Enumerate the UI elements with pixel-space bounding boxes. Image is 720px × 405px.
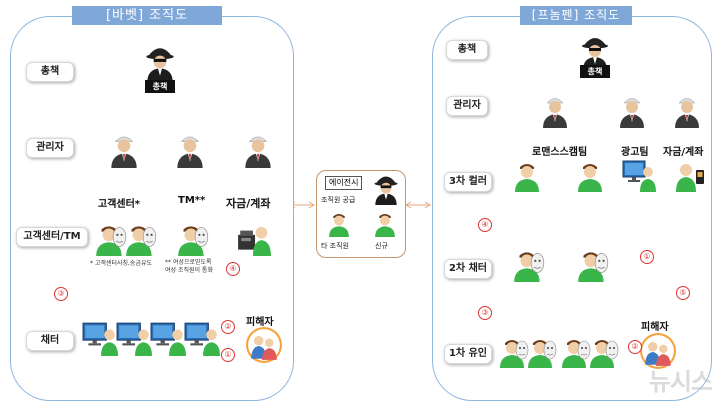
computer-user-icon bbox=[150, 322, 186, 356]
computer-user-icon bbox=[82, 322, 118, 356]
manager-icon bbox=[110, 136, 138, 168]
left-boss-label: 총책 bbox=[145, 80, 175, 93]
manager-icon bbox=[244, 136, 272, 168]
masked-person-icon bbox=[577, 251, 609, 282]
left-note-tm-line2: 여성 조직원이 통화 bbox=[165, 267, 213, 274]
right-step-3: ③ bbox=[478, 306, 492, 320]
masked-person-icon bbox=[589, 339, 619, 368]
left-step-3: ③ bbox=[54, 287, 68, 301]
person-icon bbox=[329, 213, 349, 237]
left-team-funds: 자금/계좌 bbox=[226, 197, 271, 210]
left-note-callcenter: * 고객센터사칭,송금유도 bbox=[90, 260, 153, 267]
masked-person-icon bbox=[527, 339, 557, 368]
manager-icon bbox=[176, 136, 204, 168]
right-team-funds: 자금/계좌 bbox=[663, 147, 704, 158]
right-victim-label: 피해자 bbox=[641, 322, 669, 333]
right-level-chatter2: 2차 채터 bbox=[444, 259, 492, 279]
person-icon bbox=[375, 213, 395, 237]
masked-person-icon bbox=[95, 225, 127, 256]
agency-other-text: 타 조직원 bbox=[321, 242, 349, 250]
right-step-2: ② bbox=[628, 340, 642, 354]
left-level-callcenter: 고객센터/TM bbox=[16, 227, 88, 247]
phone-person-icon bbox=[676, 164, 704, 192]
right-step-4: ④ bbox=[478, 218, 492, 232]
masked-person-icon bbox=[177, 225, 209, 256]
computer-user-icon bbox=[184, 322, 220, 356]
right-panel-title: [프놈펜] 조직도 bbox=[520, 6, 632, 25]
left-level-manager: 관리자 bbox=[26, 138, 74, 158]
left-step-2: ② bbox=[221, 320, 235, 334]
left-level-boss: 총책 bbox=[26, 62, 74, 82]
agency-new-text: 신규 bbox=[375, 242, 388, 250]
right-team-ad: 광고팀 bbox=[621, 147, 649, 158]
right-team-romance: 로맨스스캠팀 bbox=[532, 147, 588, 158]
right-step-1: ① bbox=[640, 250, 654, 264]
masked-person-icon bbox=[125, 225, 157, 256]
person-icon bbox=[578, 164, 602, 192]
left-step-4: ④ bbox=[226, 262, 240, 276]
left-panel-title: [바벳] 조직도 bbox=[72, 6, 222, 25]
computer-user-icon bbox=[116, 322, 152, 356]
watermark: 뉴시스 bbox=[648, 368, 713, 396]
right-level-caller3: 3차 컬러 bbox=[444, 172, 492, 192]
right-level-boss: 총책 bbox=[446, 40, 488, 60]
boss-icon bbox=[374, 176, 398, 205]
right-step-5: ⑤ bbox=[676, 286, 690, 300]
right-level-lure1: 1차 유인 bbox=[444, 344, 492, 364]
agency-title: 에이전시 bbox=[325, 176, 363, 190]
person-icon bbox=[515, 164, 539, 192]
left-level-chatter: 채터 bbox=[26, 331, 74, 351]
manager-icon bbox=[542, 98, 568, 128]
agency-supply-text: 조직원 공급 bbox=[321, 196, 356, 204]
left-note-tm-line1: ** 여성으로믿도록 bbox=[165, 259, 212, 266]
victim-icon bbox=[246, 327, 282, 363]
manager-icon bbox=[674, 98, 700, 128]
masked-person-icon bbox=[513, 251, 545, 282]
boss-icon bbox=[146, 48, 174, 82]
computer-user-icon bbox=[622, 160, 656, 192]
fax-person-icon bbox=[238, 226, 271, 256]
left-team-callcenter: 고객센터* bbox=[98, 199, 141, 210]
left-victim-label: 피해자 bbox=[246, 317, 274, 328]
left-team-tm: TM** bbox=[178, 195, 206, 206]
right-boss-label: 총책 bbox=[580, 65, 610, 78]
agency-box: 에이전시 조직원 공급 타 조직원 신규 bbox=[316, 170, 406, 258]
manager-icon bbox=[619, 98, 645, 128]
right-level-manager: 관리자 bbox=[446, 96, 488, 116]
left-step-1: ① bbox=[221, 348, 235, 362]
